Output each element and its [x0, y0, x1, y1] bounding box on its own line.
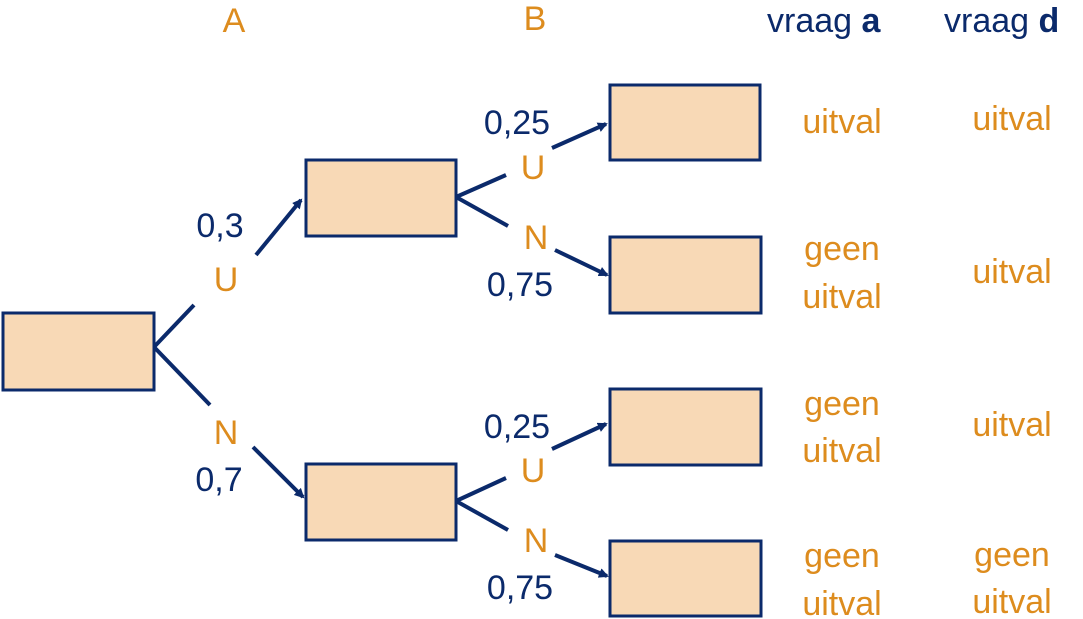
a-upper-box [304, 158, 458, 238]
node-boxes [1, 83, 763, 618]
b1-lower-letter: N [524, 219, 549, 257]
b1-upper-letter: U [521, 149, 546, 187]
branch-b2-upper-arrow [551, 422, 608, 451]
b1-upper-box [608, 83, 762, 162]
branch-b1-upper-arrow [551, 122, 608, 150]
a-lower-prob: 0,7 [195, 461, 242, 499]
vraag-a-outcome-3-line1: geen [804, 385, 880, 423]
b2-upper-letter: U [521, 452, 546, 490]
vraag-a-header: vraag a [767, 2, 882, 40]
column-b-header: B [524, 0, 547, 38]
vraag-d-prefix: vraag [944, 2, 1039, 40]
b2-lower-letter: N [524, 522, 549, 560]
b2-lower-prob: 0,75 [487, 569, 553, 607]
vraag-d-outcome-1: uitval [972, 100, 1051, 138]
branch-b2-upper-line [455, 476, 507, 503]
a-lower-letter: N [214, 414, 239, 452]
branch-a-upper-arrow [254, 198, 303, 257]
vraag-d-letter: d [1039, 2, 1060, 40]
branch-a-upper-line [152, 303, 196, 349]
b1-upper-prob: 0,25 [484, 104, 550, 142]
b1-lower-box [608, 235, 763, 315]
branch-b1-lower-arrow [554, 248, 609, 277]
a-lower-box [304, 462, 458, 542]
b1-lower-prob: 0,75 [487, 266, 553, 304]
vraag-a-outcome-3-line2: uitval [802, 432, 881, 470]
vraag-d-header: vraag d [944, 2, 1059, 40]
vraag-a-letter: a [862, 2, 882, 40]
vraag-d-outcome-4-line1: geen [974, 536, 1050, 574]
root-box [1, 311, 156, 392]
vraag-a-outcome-2-line1: geen [804, 230, 880, 268]
vraag-a-outcome-4-line1: geen [804, 537, 880, 575]
vraag-d-outcome-4-line2: uitval [972, 583, 1051, 619]
vraag-a-outcome-1: uitval [802, 103, 881, 141]
vraag-d-outcome-3: uitval [972, 406, 1051, 444]
branch-b2-lower-line [455, 499, 509, 532]
b2-lower-box [608, 539, 763, 618]
branch-b1-lower-line [455, 195, 509, 228]
branch-b2-lower-arrow [554, 553, 609, 578]
vraag-a-prefix: vraag [767, 2, 862, 40]
branch-lines [152, 122, 609, 578]
vraag-d-outcome-2: uitval [972, 253, 1051, 291]
a-upper-letter: U [214, 261, 239, 299]
branch-a-lower-arrow [251, 445, 305, 499]
a-upper-prob: 0,3 [196, 207, 243, 245]
vraag-a-outcome-4-line2: uitval [802, 585, 881, 619]
column-a-header: A [223, 2, 246, 40]
branch-a-lower-line [152, 345, 212, 407]
vraag-a-outcome-2-line2: uitval [802, 278, 881, 316]
b2-upper-box [608, 387, 763, 467]
b2-upper-prob: 0,25 [484, 408, 550, 446]
branch-b1-upper-line [455, 173, 507, 199]
